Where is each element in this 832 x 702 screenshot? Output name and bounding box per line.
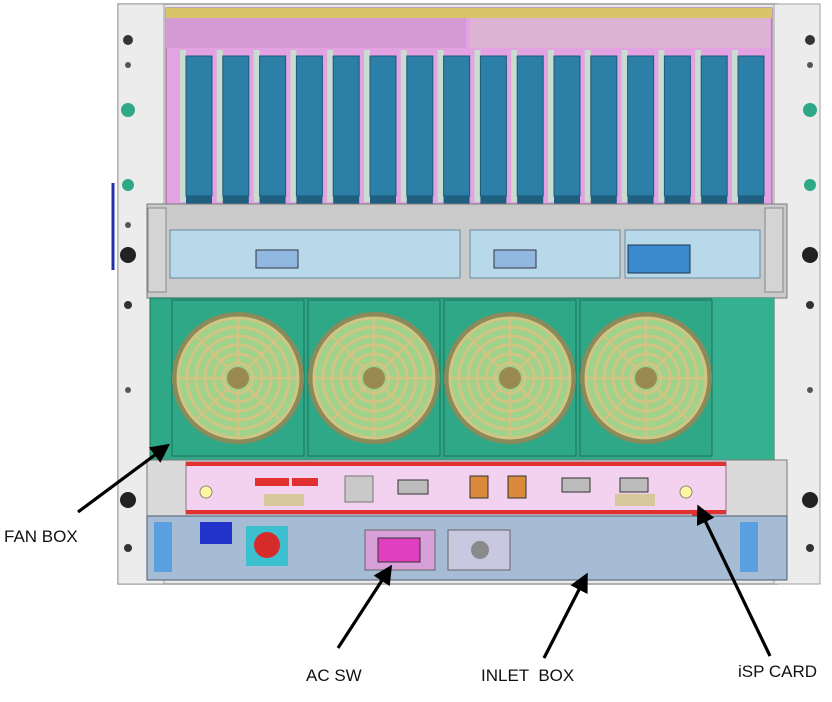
card-slot bbox=[548, 50, 581, 204]
card-slot bbox=[290, 50, 323, 204]
card-slot bbox=[216, 50, 250, 204]
card-slot bbox=[327, 50, 360, 204]
inlet-box-arrow bbox=[542, 572, 588, 659]
fan-box-arrow bbox=[77, 443, 171, 514]
ac-sw-arrow bbox=[336, 564, 393, 649]
ac-sw-label: AC SW bbox=[306, 666, 362, 685]
card-slot bbox=[621, 50, 655, 204]
card-slot bbox=[695, 50, 728, 204]
isp-card bbox=[146, 459, 788, 520]
card-slot bbox=[437, 50, 471, 204]
card-slot bbox=[400, 50, 434, 204]
isp-card-arrow bbox=[696, 504, 772, 657]
card-slot bbox=[732, 50, 765, 204]
card-slots bbox=[180, 50, 765, 204]
card-slot bbox=[180, 50, 213, 204]
card-slot bbox=[658, 50, 691, 204]
inlet-box-label: INLET BOX bbox=[481, 666, 575, 685]
card-slot bbox=[584, 50, 618, 204]
card-slot bbox=[511, 50, 544, 204]
fan bbox=[171, 299, 305, 457]
isp-card-label: iSP CARD bbox=[738, 662, 818, 681]
fans bbox=[171, 299, 713, 457]
rack-mounting-holes bbox=[111, 35, 818, 552]
card-slot bbox=[364, 50, 397, 204]
inlet-box bbox=[146, 515, 788, 581]
fan-box-label: FAN BOX bbox=[4, 527, 78, 546]
fan bbox=[579, 299, 713, 457]
fan bbox=[307, 299, 441, 457]
card-slot bbox=[253, 50, 287, 204]
io-panel bbox=[146, 203, 788, 299]
callout-arrows bbox=[77, 443, 772, 659]
card-slot bbox=[474, 50, 507, 204]
fan bbox=[443, 299, 577, 457]
